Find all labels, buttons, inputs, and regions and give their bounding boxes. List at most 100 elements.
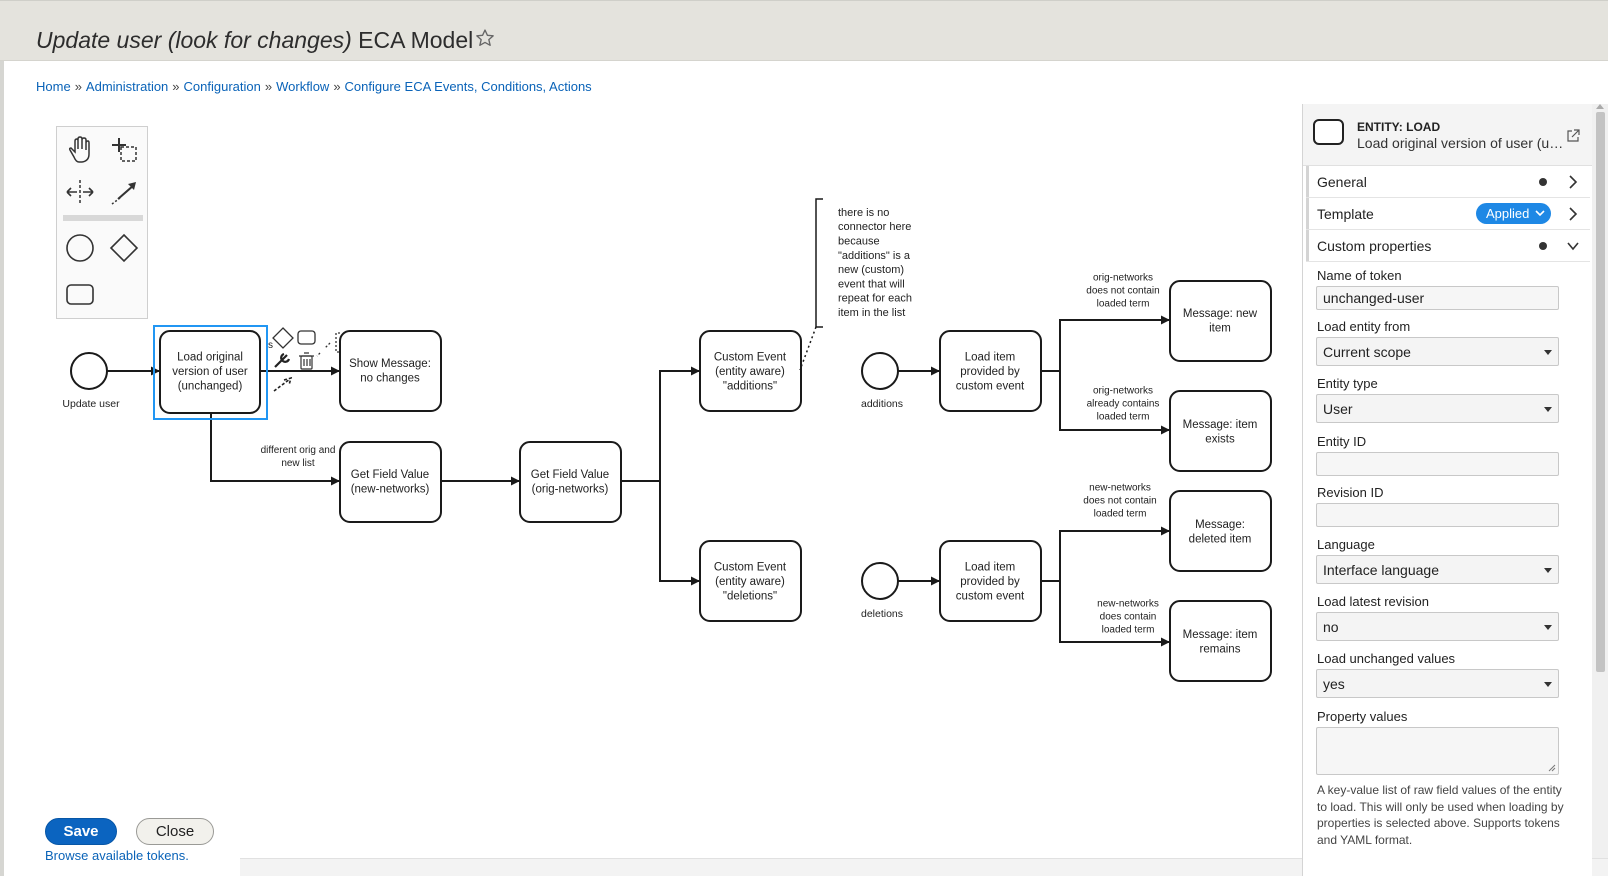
task-load-item-1[interactable] xyxy=(939,330,1042,412)
latest-revision-value: no xyxy=(1323,619,1339,635)
flow-loaditem2-to-remains[interactable] xyxy=(1059,581,1170,647)
scrollbar-thumb[interactable] xyxy=(1596,112,1605,672)
group-custom-properties[interactable]: Custom properties xyxy=(1306,230,1590,262)
vertical-scrollbar[interactable] xyxy=(1592,104,1608,858)
flow-getorig-to-additions[interactable] xyxy=(621,366,700,482)
connect-tool-icon[interactable] xyxy=(107,175,141,209)
revision-id-input[interactable] xyxy=(1316,503,1559,527)
wrench-icon[interactable] xyxy=(274,352,291,368)
annotation-text-line: connector here xyxy=(838,221,911,233)
palette-separator xyxy=(63,215,143,221)
start-event-update-user[interactable] xyxy=(70,352,108,390)
external-link-icon[interactable] xyxy=(1565,128,1581,144)
entity-id-input[interactable] xyxy=(1316,452,1559,476)
flow-label-line: loaded term xyxy=(1097,299,1150,310)
property-values-label: Property values xyxy=(1317,709,1408,724)
task-msg-remains[interactable] xyxy=(1169,600,1272,682)
task-get-new[interactable] xyxy=(339,441,442,523)
task-label-line: (new-networks) xyxy=(351,483,430,495)
load-from-select[interactable]: Current scope xyxy=(1316,337,1559,366)
close-button[interactable]: Close xyxy=(136,818,214,845)
task-icon[interactable] xyxy=(63,277,97,311)
task-ce-deletions[interactable] xyxy=(699,540,802,622)
load-from-label: Load entity from xyxy=(1317,319,1411,334)
flow-label-line: loaded term xyxy=(1094,509,1147,520)
task-icon[interactable] xyxy=(297,330,316,345)
flow-loaditem1-to-exists[interactable] xyxy=(1059,371,1170,435)
event-label-line: additions xyxy=(861,398,903,410)
task-msg-exists[interactable] xyxy=(1169,390,1272,472)
start-event-icon[interactable] xyxy=(63,231,97,265)
breadcrumb-configure-eca[interactable]: Configure ECA Events, Conditions, Action… xyxy=(344,79,592,94)
task-msg-deleted[interactable] xyxy=(1169,490,1272,572)
flow-label-line: loaded term xyxy=(1102,625,1155,636)
task-show-message[interactable] xyxy=(339,330,442,412)
property-values-help: A key-value list of raw field values of … xyxy=(1317,783,1564,847)
chevron-down-icon[interactable] xyxy=(1566,237,1580,255)
group-general[interactable]: General xyxy=(1306,166,1590,198)
group-accent xyxy=(1306,230,1309,261)
flow-loaditem2-to-deleted[interactable] xyxy=(1041,526,1170,582)
flow-load-to-getnew[interactable] xyxy=(210,413,340,486)
task-label-line: Custom Event xyxy=(714,352,787,364)
gateway-icon[interactable] xyxy=(272,327,294,349)
browse-tokens-link[interactable]: Browse available tokens. xyxy=(45,848,189,863)
horizontal-scrollbar[interactable] xyxy=(240,858,1608,876)
latest-revision-select[interactable]: no xyxy=(1316,612,1559,641)
task-load-original[interactable] xyxy=(159,330,261,414)
applied-badge-label: Applied xyxy=(1486,206,1530,221)
text-annotation[interactable] xyxy=(799,198,823,371)
resize-grip-icon[interactable] xyxy=(1548,764,1556,772)
token-name-input[interactable] xyxy=(1316,286,1559,310)
breadcrumb-separator: » xyxy=(333,79,341,94)
gateway-icon[interactable] xyxy=(107,231,141,265)
task-msg-new[interactable] xyxy=(1169,280,1272,362)
dropdown-arrow-icon xyxy=(1544,625,1552,630)
connect-icon[interactable] xyxy=(273,376,293,392)
task-load-item-2[interactable] xyxy=(939,540,1042,622)
lasso-tool-icon[interactable] xyxy=(107,133,141,167)
breadcrumb-configuration[interactable]: Configuration xyxy=(183,79,261,94)
task-label-line: Load item xyxy=(965,352,1016,364)
save-button[interactable]: Save xyxy=(45,818,117,845)
flow-loaditem1-to-new[interactable] xyxy=(1041,315,1170,372)
start-event-additions[interactable] xyxy=(861,352,899,390)
load-from-value: Current scope xyxy=(1323,344,1411,360)
chevron-right-icon[interactable] xyxy=(1566,205,1580,223)
entity-type-select[interactable]: User xyxy=(1316,394,1559,423)
space-tool-icon[interactable] xyxy=(63,175,97,209)
hand-tool-icon[interactable] xyxy=(63,133,97,167)
task-label-line: Message: item xyxy=(1183,629,1258,641)
flow-label-line: does not contain xyxy=(1086,286,1159,297)
breadcrumb-workflow[interactable]: Workflow xyxy=(276,79,330,94)
chevron-right-icon[interactable] xyxy=(1566,173,1580,191)
group-template[interactable]: Template Applied xyxy=(1306,198,1590,230)
page-header: Update user (look for changes) ECA Model xyxy=(0,0,1608,61)
group-general-label: General xyxy=(1317,174,1367,190)
flow-label-line: new-networks xyxy=(1097,599,1159,610)
annotation-icon[interactable] xyxy=(316,332,340,357)
task-label-line: exists xyxy=(1205,433,1235,445)
flow-label-line: new list xyxy=(281,458,315,469)
breadcrumb-home[interactable]: Home xyxy=(36,79,71,94)
task-label-line: custom event xyxy=(956,381,1025,393)
trash-icon[interactable] xyxy=(299,352,314,370)
task-ce-additions[interactable] xyxy=(699,330,802,412)
task-label-line: item xyxy=(1209,322,1231,334)
unchanged-values-value: yes xyxy=(1323,676,1345,692)
task-label-line: provided by xyxy=(960,576,1020,588)
flow-getorig-to-deletions[interactable] xyxy=(659,481,700,586)
unchanged-values-select[interactable]: yes xyxy=(1316,669,1559,698)
language-select[interactable]: Interface language xyxy=(1316,555,1559,584)
task-label-line: Show Message: xyxy=(349,358,431,370)
star-outline-icon[interactable] xyxy=(475,28,495,48)
scroll-up-arrow-icon[interactable] xyxy=(1596,104,1604,109)
start-event-deletions[interactable] xyxy=(861,562,899,600)
breadcrumb-administration[interactable]: Administration xyxy=(85,79,169,94)
applied-badge[interactable]: Applied xyxy=(1476,203,1552,224)
property-values-textarea[interactable] xyxy=(1316,727,1559,775)
task-get-orig[interactable] xyxy=(519,441,622,523)
